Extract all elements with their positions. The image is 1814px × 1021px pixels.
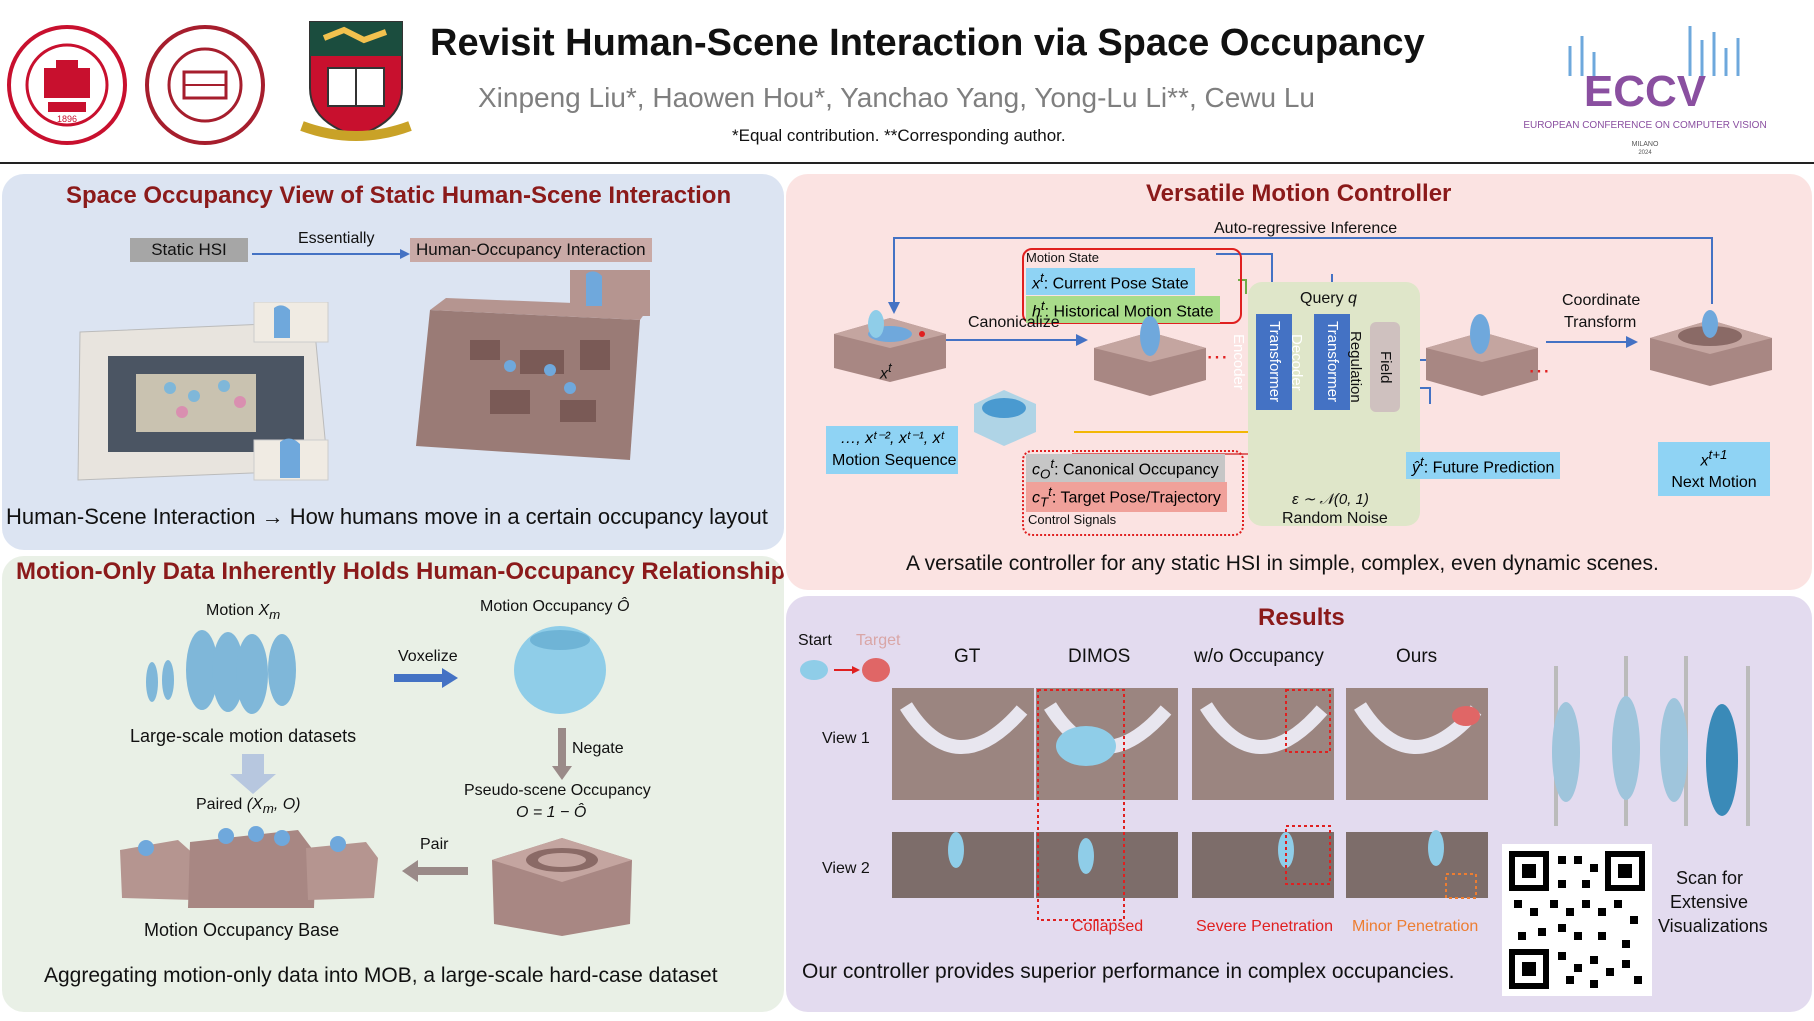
essentially-label: Essentially [298,230,375,247]
panel-caption: Human-Scene Interaction → How humans mov… [6,504,768,529]
control-signals-group [1022,450,1244,536]
large-scale-datasets-label: Large-scale motion datasets [130,726,357,746]
voxelize-arrow-icon [394,668,458,688]
motion-sequence-box: …, xᵗ⁻², xᵗ⁻¹, xᵗ Motion Sequence [826,426,958,474]
panel-title: Results [1258,604,1345,631]
qr-code-icon[interactable] [1502,844,1652,996]
start-label: Start [798,632,832,649]
svg-text:1896: 1896 [57,114,77,124]
pseudo-equation: O = 1 − Ô [516,804,587,821]
col-wo-occupancy: w/o Occupancy [1194,646,1324,667]
canonical-dots-icon: ⋯ [1206,344,1228,369]
panel-space-occupancy: Space Occupancy View of Static Human-Sce… [2,174,784,550]
panel-caption: Aggregating motion-only data into MOB, a… [44,964,718,987]
panel-caption: Our controller provides superior perform… [802,960,1455,983]
canonical-scene [1090,314,1210,398]
minor-penetration-label: Minor Penetration [1352,918,1479,935]
scan-line-3: Visualizations [1658,916,1768,936]
future-scene [1422,314,1542,398]
motion-occupancy-label: Motion Occupancy Ô [480,598,630,615]
historical-motion-state: ht: Historical Motion State [1026,296,1220,324]
future-prediction-box: ŷt: Future Prediction [1406,452,1561,480]
target-pose-trajectory: cTt: Target Pose/Trajectory [1026,482,1227,512]
standing-humans-illustration [1526,656,1756,836]
soochow-logo-icon [144,24,266,146]
negate-label: Negate [572,740,624,757]
transformer-decoder: Transformer Decoder [1288,314,1350,410]
next-motion-box: xt+1 Next Motion [1658,442,1770,497]
motion-label: Motion Xm [206,602,281,623]
scan-line-2: Extensive [1670,892,1749,912]
canonical-occupancy: cOt: Canonical Occupancy [1026,454,1225,484]
severe-penetration-label: Severe Penetration [1196,918,1333,935]
panel-motion-controller: Versatile Motion Controller Auto-regress… [786,174,1812,590]
mob-voxel-set [116,820,382,910]
panel-motion-only: Motion-Only Data Inherently Holds Human-… [2,556,784,1012]
panel-title: Motion-Only Data Inherently Holds Human-… [16,558,784,585]
col-dimos: DIMOS [1068,646,1131,667]
poster-title: Revisit Human-Scene Interaction via Spac… [430,22,1425,64]
paired-down-arrow-icon [230,754,276,794]
field-regulation: Field Regulation [1347,322,1400,412]
panel-title: Versatile Motion Controller [1146,180,1452,207]
motion-crowd-illustration [132,622,312,732]
canonical-ball [966,384,1042,448]
transformer-encoder: Transformer Encoder [1230,314,1292,410]
panel-results: Results Start Target GT DIMOS w/o Occupa… [786,596,1812,1012]
living-room-scene [74,301,334,482]
svg-text:MILANO: MILANO [1632,141,1659,148]
paired-label: Paired (Xm, O) [196,796,301,817]
hku-logo-icon [294,18,418,146]
header-divider [0,162,1814,164]
pseudo-scene-label: Pseudo-scene Occupancy [464,782,651,799]
scan-line-1: Scan for [1676,868,1744,888]
noise-equation: ε ∼ 𝒩(0, 1) [1292,491,1369,508]
col-ours: Ours [1396,646,1438,667]
sjtu-logo-icon: 1896 [6,24,128,146]
pseudo-scene-voxels [486,820,636,936]
occupancy-voxel-scene [410,270,660,470]
row-view-1: View 1 [822,730,870,747]
noise-label: Random Noise [1282,510,1388,527]
svg-text:2024: 2024 [1638,150,1652,156]
start-target-icon [800,658,890,682]
panel-caption: A versatile controller for any static HS… [906,552,1659,575]
target-label: Target [856,632,901,649]
current-pose-state: xt: Current Pose State [1026,268,1195,296]
canonicalize-label: Canonicalize [968,314,1060,331]
autoreg-label: Auto-regressive Inference [1214,220,1398,237]
svg-text:ECCV: ECCV [1584,67,1707,116]
static-hsi-box: Static HSI [130,238,248,262]
xt-label: xt [880,360,892,383]
motion-occupancy-voxels [510,620,610,720]
control-signals-label: Control Signals [1028,512,1117,527]
future-dots-icon: ⋯ [1528,358,1550,383]
authors: Xinpeng Liu*, Haowen Hou*, Yanchao Yang,… [478,82,1316,113]
pair-label: Pair [420,836,449,853]
mob-label: Motion Occupancy Base [144,920,340,940]
row-view-2: View 2 [822,860,870,877]
motion-state-label: Motion State [1026,250,1099,265]
human-occupancy-box: Human-Occupancy Interaction [410,238,652,262]
results-grid [892,688,1488,921]
coordinate-transform-label-1: Coordinate [1562,292,1641,309]
eccv-logo-icon: ECCV EUROPEAN CONFERENCE ON COMPUTER VIS… [1510,16,1780,156]
pair-arrow-icon [402,860,468,882]
svg-text:EUROPEAN CONFERENCE ON COMPUTE: EUROPEAN CONFERENCE ON COMPUTER VISION [1523,120,1766,131]
voxelize-label: Voxelize [398,648,458,665]
col-gt: GT [954,646,981,667]
essentially-arrow-icon [252,249,410,259]
panel-title: Space Occupancy View of Static Human-Sce… [66,182,732,209]
collapsed-label: Collapsed [1072,918,1144,935]
input-scene [830,304,950,384]
output-scene [1646,304,1776,388]
contribution-note: *Equal contribution. **Corresponding aut… [732,126,1066,145]
query-label: Query q [1300,290,1357,307]
coordinate-transform-label-2: Transform [1564,314,1637,331]
negate-arrow-icon [552,728,572,780]
